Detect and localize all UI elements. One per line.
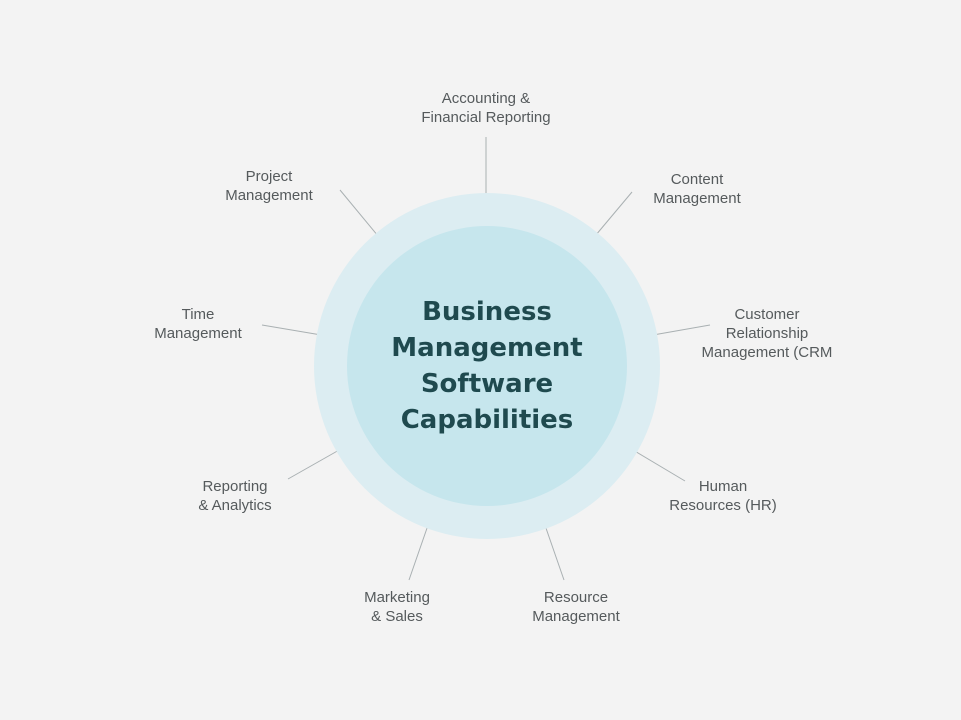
capability-resource: Resource Management — [532, 588, 620, 626]
capability-label-line: Financial Reporting — [421, 109, 551, 126]
capability-label-line: Customer — [734, 306, 800, 323]
capability-accounting: Accounting & Financial Reporting — [421, 89, 550, 127]
capability-project: Project Management — [225, 167, 313, 205]
capability-label-line: Human — [698, 478, 748, 495]
capability-content: Content Management — [653, 170, 741, 208]
capability-crm: Customer Relationship Management (CRM — [702, 305, 833, 362]
capability-label-line: Marketing — [364, 589, 430, 606]
center-title-line: Business — [422, 297, 552, 327]
capability-label-line: Reporting — [202, 478, 268, 495]
capability-label-line: Management (CRM — [701, 344, 833, 361]
center-title-line: Capabilities — [400, 405, 574, 435]
capability-marketing: Marketing & Sales — [364, 588, 430, 626]
capability-time: Time Management — [154, 305, 242, 343]
capability-label-line: Management — [154, 325, 242, 342]
capability-label-line: Accounting & — [441, 90, 531, 107]
capability-label-line: Management — [532, 608, 620, 625]
inner-circle — [347, 226, 627, 506]
capability-label-line: & Analytics — [198, 497, 272, 514]
capability-reporting: Reporting & Analytics — [198, 477, 271, 515]
capability-hr: Human Resources (HR) — [669, 477, 777, 515]
center-title-line: Software — [420, 369, 554, 399]
capability-label-line: Resources (HR) — [669, 497, 777, 514]
capability-label-line: Resource — [543, 589, 609, 606]
capability-label-line: & Sales — [371, 608, 423, 625]
capability-label-line: Project — [245, 168, 293, 185]
capability-label-line: Management — [653, 190, 741, 207]
capability-label-line: Content — [670, 171, 724, 188]
capability-label-line: Relationship — [725, 325, 809, 342]
capability-label-line: Management — [225, 187, 313, 204]
capability-label-line: Time — [181, 306, 215, 323]
center-title: Business Management Software Capabilitie… — [347, 226, 627, 506]
center-title-line: Management — [391, 333, 583, 363]
